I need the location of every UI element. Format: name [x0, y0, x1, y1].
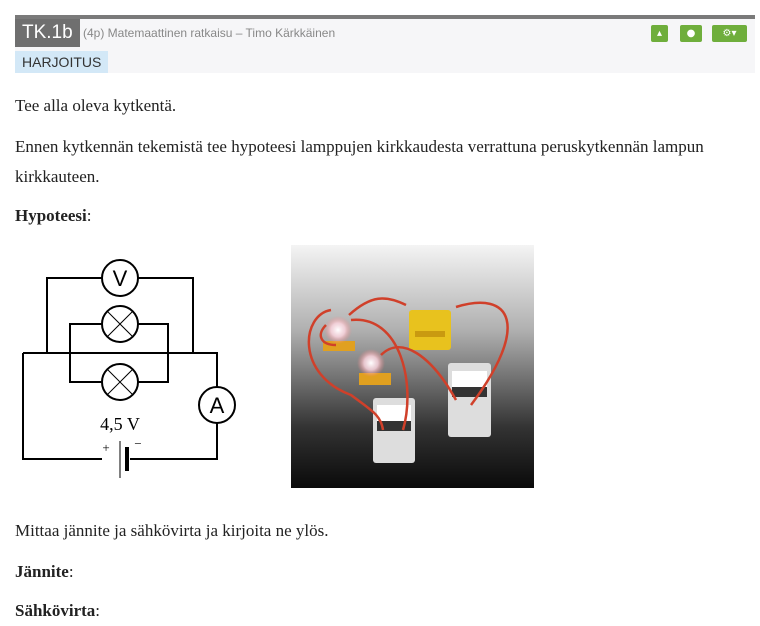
circuit-diagram: V A 4,5 V + −: [22, 259, 236, 478]
collapse-button[interactable]: ▴: [651, 25, 668, 42]
task-header: TK.1b (4p) Matemaattinen ratkaisu – Timo…: [15, 15, 755, 73]
comments-button[interactable]: ●: [680, 25, 702, 42]
battery-icon: [102, 441, 130, 478]
hypothesis-instruction: Ennen kytkennän tekemistä tee hypoteesi …: [15, 137, 704, 186]
voltage-label: Jännite:: [15, 562, 74, 581]
task-code: TK.1b: [15, 19, 80, 47]
task-subtitle: (4p) Matemaattinen ratkaisu – Timo Kärkk…: [83, 26, 336, 40]
battery-voltage: 4,5 V: [100, 414, 140, 434]
meter: [373, 398, 415, 463]
lamp-icon: [101, 363, 139, 401]
measure-instruction: Mittaa jännite ja sähkövirta ja kirjoita…: [15, 521, 329, 540]
svg-text:A: A: [210, 393, 225, 418]
lamp-icon: [101, 305, 139, 343]
svg-text:V: V: [113, 266, 128, 291]
lamp-holder: [323, 341, 355, 351]
battery: [409, 310, 451, 350]
hypothesis-label: Hypoteesi:: [15, 206, 92, 225]
task-type-badge: HARJOITUS: [15, 51, 109, 73]
current-label: Sähkövirta:: [15, 601, 101, 620]
ammeter-icon: A: [198, 386, 236, 424]
meter: [448, 363, 491, 437]
plus-label: +: [102, 440, 109, 455]
gear-icon: ⚙▾: [722, 28, 737, 39]
settings-button[interactable]: ⚙▾: [712, 25, 747, 42]
circuit-photo: [291, 245, 534, 488]
voltmeter-icon: V: [101, 259, 139, 297]
instruction-text: Tee alla oleva kytkentä.: [15, 96, 177, 115]
minus-label: −: [134, 436, 141, 451]
comments-icon: ●: [686, 28, 696, 39]
caret-up-icon: ▴: [656, 28, 663, 39]
